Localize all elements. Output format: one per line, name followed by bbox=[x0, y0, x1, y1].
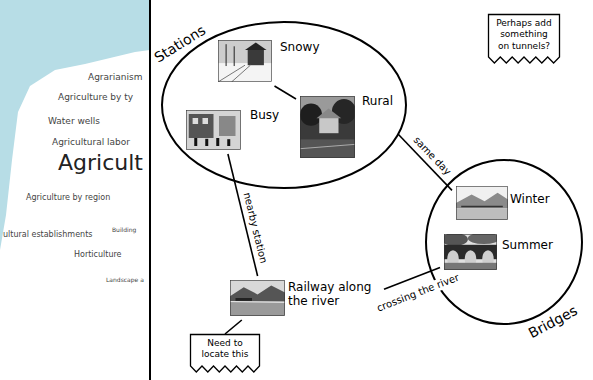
connector bbox=[225, 320, 242, 334]
map-term: Agricult bbox=[58, 150, 143, 176]
photo-detail bbox=[456, 186, 508, 220]
map-term: Agrarianism bbox=[88, 72, 142, 83]
photo-detail bbox=[300, 144, 355, 148]
note-outline bbox=[191, 335, 260, 373]
photo bbox=[218, 40, 272, 82]
note-text: Need to locate this bbox=[196, 338, 254, 361]
note-body: Perhaps add something on tunnels? bbox=[488, 14, 560, 52]
photo-caption: Railway along the river bbox=[288, 280, 380, 309]
photo-caption: Winter bbox=[510, 192, 550, 206]
photo-frame bbox=[219, 41, 272, 82]
photo-frame bbox=[231, 281, 285, 316]
map-term: Landscape a bbox=[106, 276, 144, 283]
photo-caption: Snowy bbox=[280, 40, 319, 54]
photo-detail bbox=[234, 46, 235, 66]
map-term: Agriculture by region bbox=[26, 193, 110, 203]
photo-detail bbox=[230, 302, 285, 316]
photo-detail bbox=[226, 44, 227, 66]
photo bbox=[186, 110, 241, 150]
photo-detail bbox=[300, 103, 322, 125]
edge-label: crossing the river bbox=[373, 271, 462, 315]
photo-detail bbox=[205, 139, 208, 146]
photo-detail bbox=[218, 40, 272, 82]
note-box: Perhaps add something on tunnels? bbox=[488, 14, 560, 64]
photo-detail bbox=[203, 118, 209, 124]
photo-frame bbox=[301, 97, 355, 158]
map-water bbox=[0, 0, 150, 380]
map-panel bbox=[0, 0, 152, 380]
map-term: Building bbox=[112, 226, 136, 233]
photo-frame bbox=[457, 187, 508, 220]
group-outline bbox=[426, 160, 582, 324]
note-outline bbox=[489, 15, 560, 64]
photo-caption: Summer bbox=[502, 238, 553, 252]
connector-line bbox=[225, 320, 242, 334]
photo-detail bbox=[236, 298, 253, 301]
photo-detail bbox=[230, 280, 285, 316]
photo-caption: Busy bbox=[250, 108, 279, 122]
note-text: Perhaps add something on tunnels? bbox=[494, 18, 554, 52]
photo-detail bbox=[456, 208, 508, 220]
photo-detail bbox=[189, 114, 214, 138]
photo-detail bbox=[216, 138, 219, 146]
photo bbox=[444, 234, 497, 270]
photo-detail bbox=[232, 65, 251, 82]
photo-detail bbox=[230, 301, 285, 303]
note-body: Need to locate this bbox=[190, 334, 260, 361]
map-term: ultural establishments bbox=[3, 230, 92, 240]
note-box: Need to locate this bbox=[190, 334, 260, 373]
photo-detail bbox=[186, 110, 241, 150]
map-land bbox=[0, 50, 150, 380]
photo-node: Busy bbox=[182, 106, 284, 154]
photo bbox=[456, 186, 508, 220]
map-term: Horticulture bbox=[74, 250, 122, 260]
photo-detail bbox=[461, 206, 503, 208]
photo-node: Winter bbox=[452, 182, 554, 224]
photo-node: Snowy bbox=[214, 36, 324, 86]
group-ellipse: StationsSnowyRuralBusy bbox=[152, 16, 410, 192]
photo-detail bbox=[444, 234, 468, 246]
photo bbox=[300, 96, 355, 158]
photo-caption: Rural bbox=[362, 94, 393, 108]
photo-detail bbox=[317, 108, 342, 118]
photo-detail bbox=[194, 138, 197, 146]
photo-detail bbox=[219, 116, 236, 136]
photo-detail bbox=[300, 139, 355, 158]
map-term: Water wells bbox=[48, 116, 100, 127]
edge-label: nearby station bbox=[240, 189, 270, 266]
photo-node: Summer bbox=[440, 230, 557, 274]
edge-label: same day bbox=[409, 133, 454, 179]
group-ellipse: Bridges WinterSummer bbox=[420, 156, 592, 342]
map-term: Agriculture by ty bbox=[58, 92, 133, 103]
photo-detail bbox=[468, 234, 497, 244]
photo-detail bbox=[319, 118, 338, 134]
photo-frame bbox=[445, 235, 497, 270]
photo-detail bbox=[248, 49, 264, 65]
map-term: Agricultural labor bbox=[52, 137, 130, 148]
photo-node: Railway along the river bbox=[226, 276, 384, 320]
photo-detail bbox=[444, 263, 497, 270]
photo-detail bbox=[456, 193, 508, 208]
photo bbox=[230, 280, 285, 316]
photo-detail bbox=[227, 139, 230, 146]
connector bbox=[275, 86, 297, 99]
photo-node: Rural bbox=[296, 92, 398, 162]
photo-frame bbox=[187, 111, 241, 150]
connector-line bbox=[275, 86, 297, 99]
photo-detail bbox=[230, 285, 285, 301]
group-title: Bridges bbox=[526, 302, 581, 342]
photo-detail bbox=[245, 43, 267, 51]
group-outline bbox=[162, 22, 406, 188]
photo-detail bbox=[193, 118, 199, 124]
panel-divider bbox=[149, 0, 151, 380]
